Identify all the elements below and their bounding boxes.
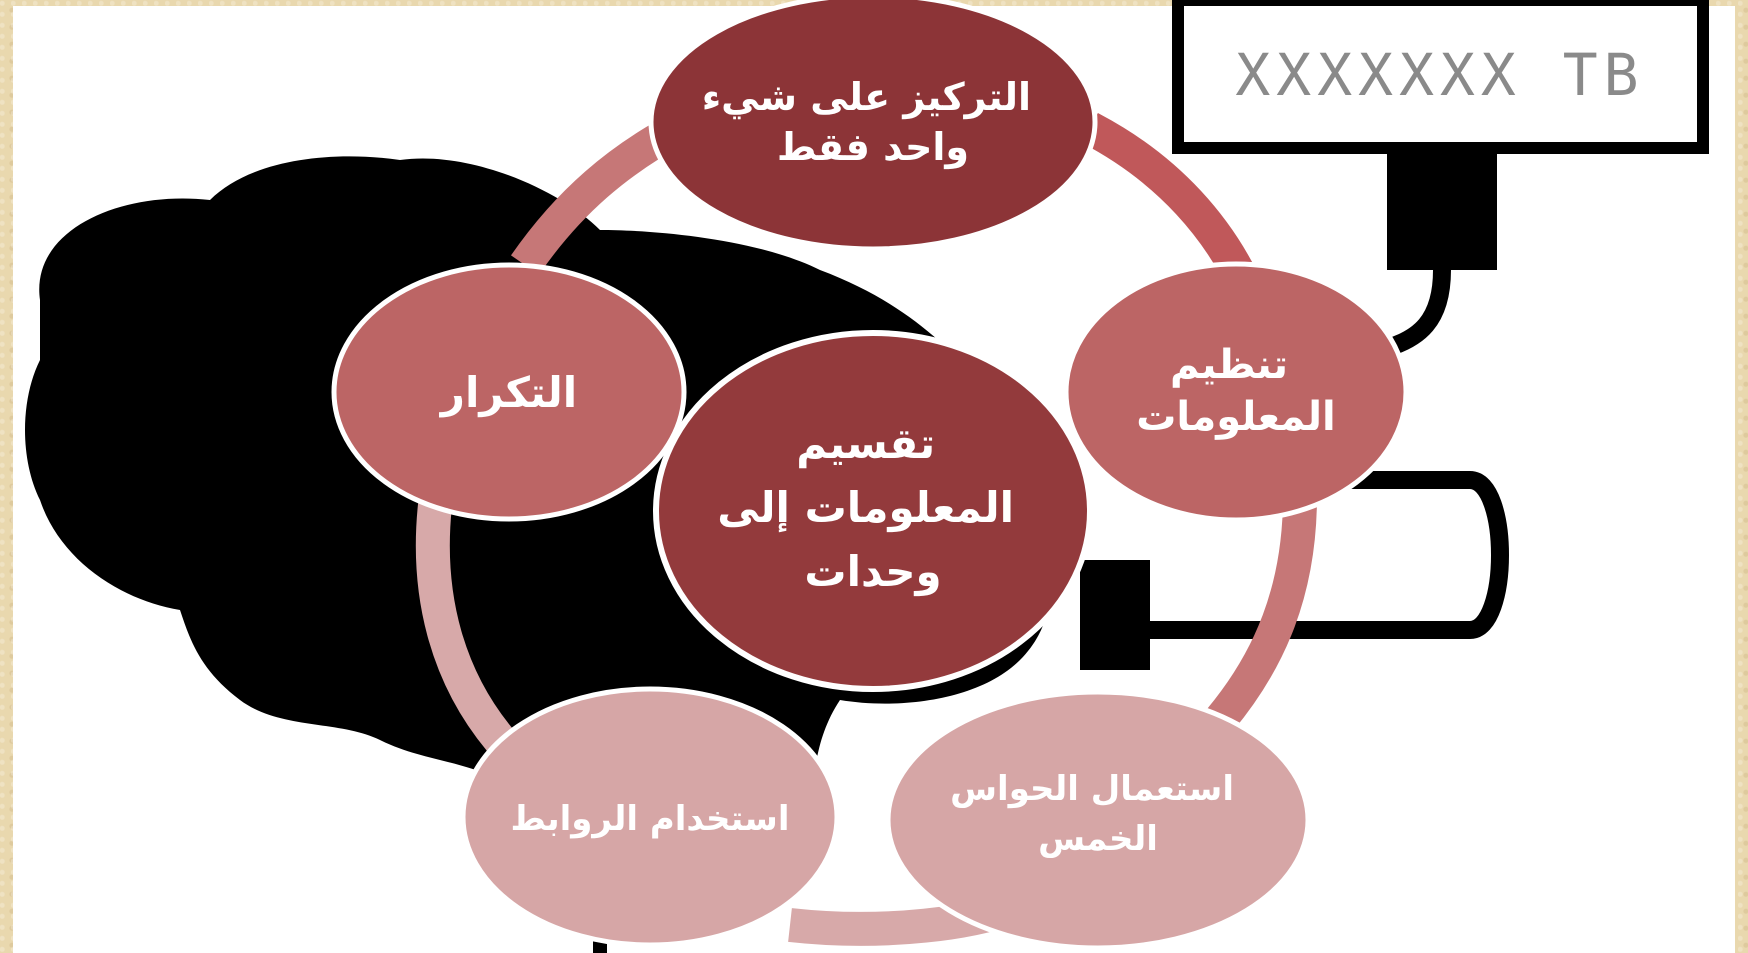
node-links-shape (460, 686, 840, 948)
node-focus: التركيز على شيء واحد فقط (648, 0, 1098, 252)
node-organize-shape (1063, 261, 1409, 523)
storage-device: XXXXXXX TB (1080, 0, 1709, 670)
ring-arc-links-repetition (415, 503, 514, 751)
node-center-label: تقسيم المعلومات إلى وحدات (717, 419, 1028, 597)
node-senses: استعمال الحواس الخمس (885, 689, 1311, 951)
node-repetition-label: التكرار (439, 368, 577, 418)
node-center: تقسيم المعلومات إلى وحدات (653, 330, 1093, 692)
storage-connector (1387, 150, 1497, 270)
brain-port (1080, 560, 1150, 670)
node-repetition: التكرار (331, 262, 687, 522)
brain-cable (1130, 471, 1509, 639)
node-senses-shape (885, 689, 1311, 951)
node-center-shape (653, 330, 1093, 692)
node-senses-label: استعمال الحواس الخمس (950, 769, 1246, 859)
ring-arc-organize-senses (1206, 495, 1317, 731)
node-repetition-shape (331, 262, 687, 522)
storage-label: XXXXXXX TB (1235, 41, 1644, 109)
node-focus-label: التركيز على شيء واحد فقط (702, 75, 1045, 170)
node-organize: تنظيم المعلومات (1063, 261, 1409, 523)
node-links-label: استخدام الروابط (510, 799, 789, 839)
node-organize-label: تنظيم المعلومات (1136, 342, 1336, 440)
node-links: استخدام الروابط (460, 686, 840, 948)
node-focus-shape (648, 0, 1098, 252)
brain-silhouette (25, 156, 1050, 892)
storage-box (1172, 0, 1709, 154)
